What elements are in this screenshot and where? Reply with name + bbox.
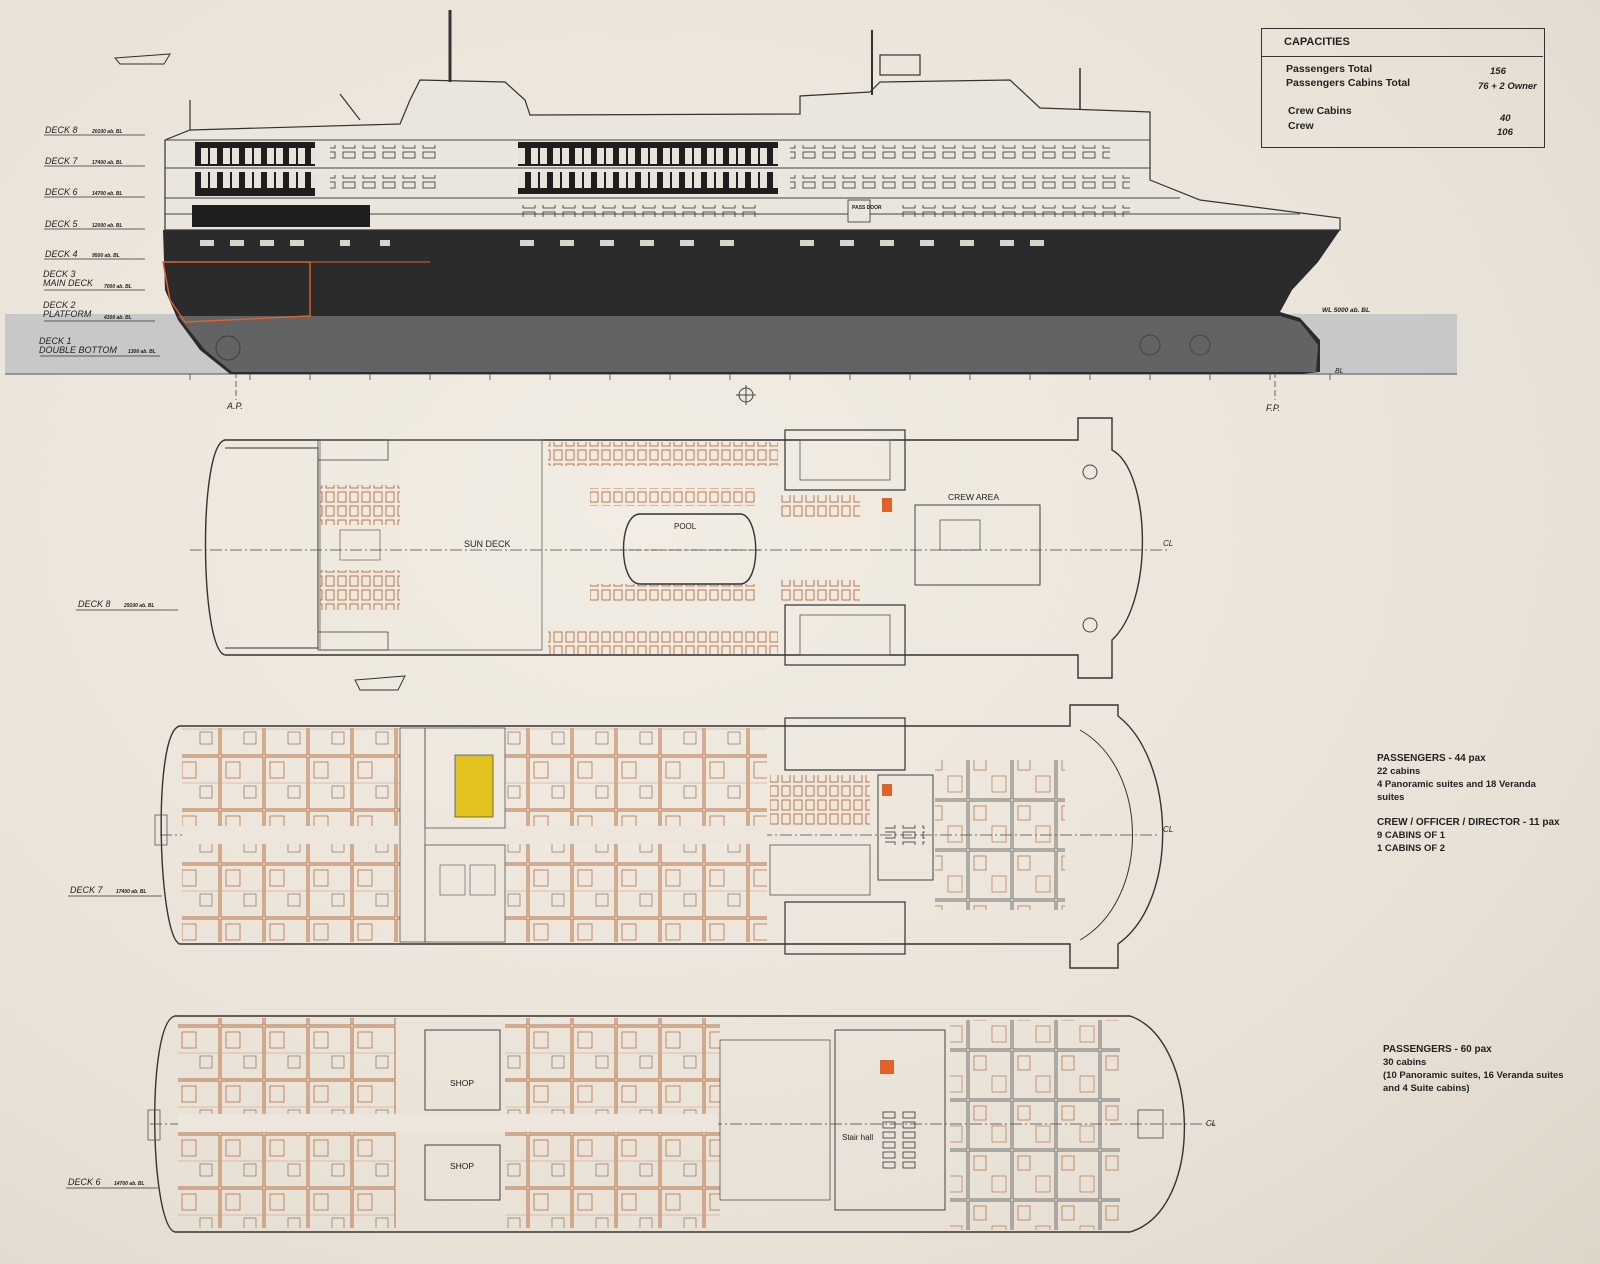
deck-6-label: DECK 6 [68,1177,101,1187]
capacities-divider [1262,56,1543,57]
profile-deck-6-name: DECK 6 [45,187,78,197]
ap-label: A.P. [226,401,243,411]
note-line: and 4 Suite cabins) [1383,1083,1470,1094]
stair-hall-label: Stair hall [842,1133,873,1142]
wl-label: WL 5000 ab. BL [1322,307,1370,314]
note-line: (10 Panoramic suites, 16 Veranda suites [1383,1070,1564,1081]
deck-8-label: DECK 8 [78,599,111,609]
capacities-title: CAPACITIES [1284,36,1350,48]
capacities-table [1261,28,1545,148]
profile-deck-2-height: 4300 ab. BL [103,315,132,321]
deck-8-height: 29100 ab. BL [123,603,155,609]
note-line: PASSENGERS - 44 pax [1377,753,1486,764]
note-line: 22 cabins [1377,766,1421,777]
note-line: 30 cabins [1383,1057,1427,1068]
sun-deck-label: SUN DECK [464,539,511,549]
capacities-row-label: Crew Cabins [1288,105,1352,117]
profile-deck-6-height: 14700 ab. BL [92,191,123,197]
deck-8-plan [190,417,1170,691]
profile-deck-8-name: DECK 8 [45,125,78,135]
profile-deck-7-height: 17400 ab. BL [92,160,123,166]
note-line: 1 CABINS OF 2 [1377,843,1446,854]
profile-deck-4-name: DECK 4 [45,249,78,259]
profile-deck-7-name: DECK 7 [45,156,79,166]
deck-7-label: DECK 7 [70,885,104,895]
profile-deck-8-height: 20100 ab. BL [91,129,123,135]
profile-deck-1-height: 1300 ab. BL [128,349,156,355]
profile-deck-labels [40,134,160,357]
deck-7-height: 17400 ab. BL [116,889,147,895]
profile-deck-5-height: 12000 ab. BL [92,223,123,229]
pass-door-label: PASS DOOR [852,205,882,211]
deck-7-plan [154,704,1164,969]
deck-7-cl: CL [1163,825,1173,834]
profile-deck-3-height: 7000 ab. BL [104,284,132,290]
deck-6-notes: PASSENGERS - 60 pax 30 cabins (10 Panora… [1383,1043,1564,1095]
shop-1-label: SHOP [450,1078,474,1088]
pool-label: POOL [674,522,697,531]
shop-2-label: SHOP [450,1161,474,1171]
profile-deck-4-height: 9500 ab. BL [92,253,120,259]
capacities-row-value: 156 [1490,66,1506,77]
note-line: CREW / OFFICER / DIRECTOR - 11 pax [1377,817,1560,828]
capacities-row-value: 40 [1500,113,1511,124]
capacities-row-label: Passengers Cabins Total [1286,77,1411,89]
note-line: 4 Panoramic suites and 18 Veranda suites [1377,779,1536,803]
deck-6-plan [147,1015,1215,1233]
deck-6-height: 14700 ab. BL [114,1181,145,1187]
capacities-row-value: 106 [1497,127,1513,138]
bl-label: BL [1335,368,1344,375]
deck-8-cl: CL [1163,539,1173,548]
capacities-row-label: Passengers Total [1286,63,1373,75]
note-line: PASSENGERS - 60 pax [1383,1044,1492,1055]
ship-profile: PASS DOOR [5,10,1457,405]
deck-6-cl: CL [1206,1119,1216,1128]
profile-deck-5-name: DECK 5 [45,219,79,229]
fp-label: F.P. [1266,403,1280,413]
deck-7-notes: PASSENGERS - 44 pax 22 cabins 4 Panorami… [1377,752,1560,855]
crew-area-label: CREW AREA [948,492,999,502]
capacities-row-label: Crew [1288,120,1314,132]
capacities-row-value: 76 + 2 Owner [1478,81,1537,92]
note-line: 9 CABINS OF 1 [1377,830,1446,841]
